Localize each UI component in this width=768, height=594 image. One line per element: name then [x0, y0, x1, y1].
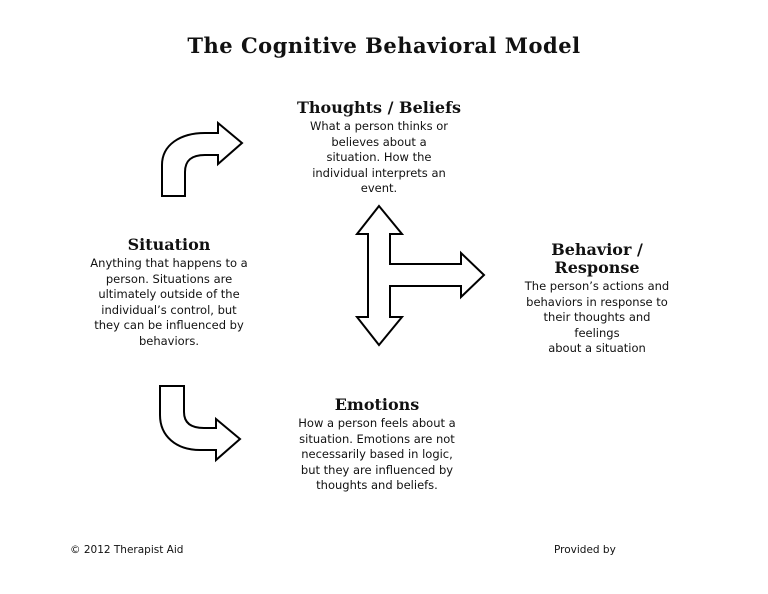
node-emotions: Emotions How a person feels about a situ…: [286, 396, 468, 494]
diagram-title: The Cognitive Behavioral Model: [187, 33, 581, 58]
curved-arrow-down-right-icon: [159, 385, 242, 463]
node-situation: Situation Anything that happens to a per…: [80, 236, 258, 350]
node-thoughts-beliefs: Thoughts / Beliefs What a person thinks …: [288, 99, 470, 197]
node-description: Anything that happens to a person. Situa…: [90, 256, 248, 348]
node-description: How a person feels about a situation. Em…: [298, 416, 456, 493]
provided-by-text: Provided by: [554, 544, 616, 556]
node-heading: Thoughts / Beliefs: [297, 98, 461, 117]
node-behavior-response: Behavior / Response The person’s actions…: [512, 241, 682, 357]
curved-arrow-up-right-icon: [161, 120, 244, 197]
node-description: What a person thinks or believes about a…: [310, 119, 448, 196]
node-heading: Emotions: [334, 395, 420, 414]
node-description: The person’s actions and behaviors in re…: [524, 279, 670, 356]
three-way-arrow-icon: [354, 204, 486, 347]
copyright-text: © 2012 Therapist Aid: [70, 544, 184, 556]
node-heading: Behavior / Response: [551, 240, 643, 277]
node-heading: Situation: [127, 235, 211, 254]
